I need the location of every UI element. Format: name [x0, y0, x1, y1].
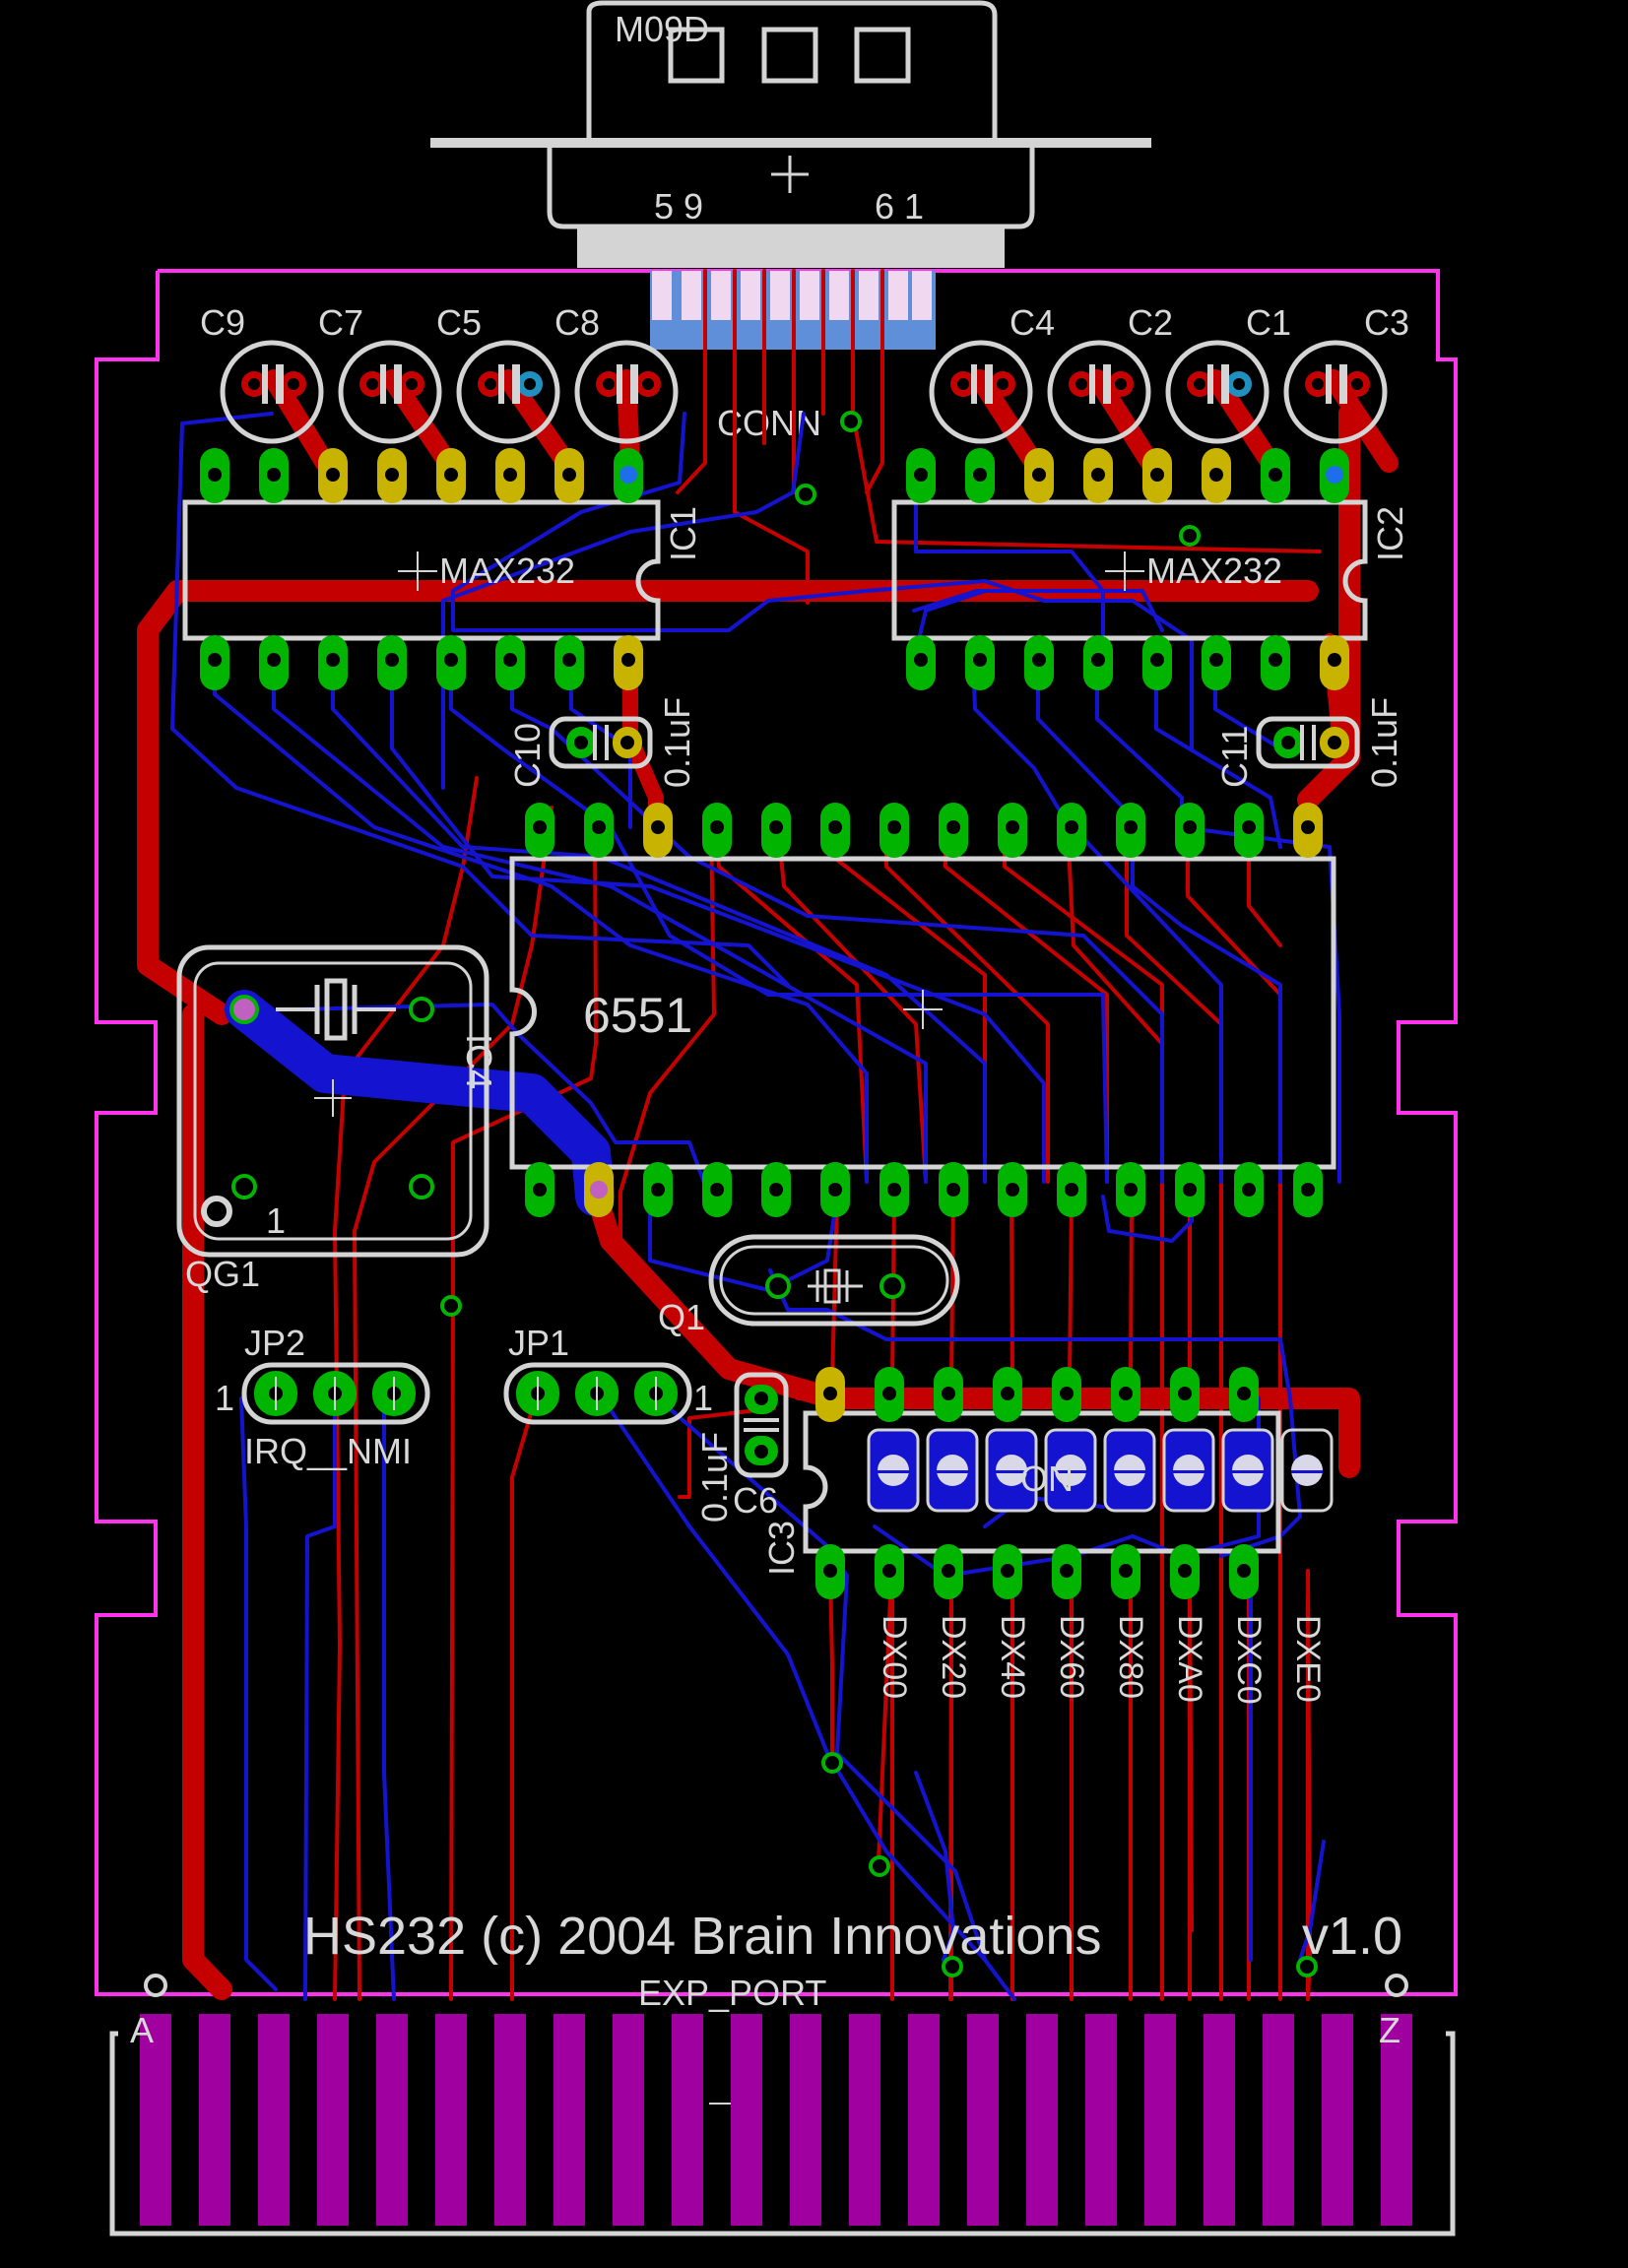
cap-c7 [338, 340, 442, 444]
conn-pin-left-label: 5 9 [654, 186, 703, 227]
ic4-value-label: 6551 [583, 988, 692, 1043]
top-copper-layer [137, 269, 1399, 2001]
cap-c10 [549, 716, 653, 769]
cap-c8 [574, 340, 679, 444]
ic4-outline [509, 856, 1336, 1170]
oscillator-qg1 [176, 944, 489, 1258]
cap-c4-label: C4 [1009, 302, 1055, 343]
ic1-name-label: IC1 [663, 506, 703, 561]
cap-c3-label: C3 [1364, 302, 1409, 343]
bottom-copper-layer [170, 412, 1341, 2001]
addr-dxc0-label: DXC0 [1230, 1615, 1268, 1705]
cap-c4 [929, 340, 1033, 444]
cap-c2-label: C2 [1128, 302, 1173, 343]
addr-dxa0-label: DXA0 [1171, 1615, 1208, 1703]
vias [440, 411, 1318, 1977]
ic1-value-label: MAX232 [439, 551, 575, 591]
c10-name-label: C10 [507, 723, 548, 788]
edge-left-label: A [130, 2010, 154, 2050]
board-version: v1.0 [1302, 1907, 1402, 1966]
electrolytic-caps [220, 340, 1388, 444]
ic4-pads-top [525, 803, 1323, 858]
dip-switch [867, 1428, 1334, 1513]
ic2-outline [891, 499, 1368, 641]
cap-c3 [1283, 340, 1388, 444]
addr-dx00-label: DX00 [876, 1615, 913, 1699]
cap-c1 [1165, 340, 1270, 444]
ic1-pads [200, 448, 643, 690]
cap-c6 [734, 1372, 789, 1478]
jp2-name-label: JP2 [244, 1323, 305, 1363]
db9-connector: M09D 5 9 6 1 [430, 0, 1151, 268]
ic2-value-label: MAX232 [1146, 551, 1282, 591]
addr-dx80-label: DX80 [1112, 1615, 1149, 1699]
jp1-pin-label: 1 [693, 1378, 713, 1418]
osc-pin-label: 1 [266, 1200, 286, 1241]
ic3-pads-top [815, 1367, 1259, 1422]
ic1-outline [182, 499, 661, 641]
c11-value-label: 0.1uF [1364, 697, 1404, 788]
crystal-q1 [708, 1234, 960, 1327]
jumper-jp1 [503, 1362, 692, 1425]
cap-c1-label: C1 [1246, 302, 1291, 343]
c10-value-label: 0.1uF [657, 697, 697, 788]
cap-c2 [1047, 340, 1151, 444]
addr-dxe0-label: DXE0 [1289, 1615, 1327, 1703]
connector-label: M09D [615, 9, 709, 49]
dip-on-label: ON [1020, 1458, 1074, 1499]
c11-name-label: C11 [1214, 726, 1255, 788]
cap-c8-label: C8 [554, 302, 600, 343]
cap-c9-label: C9 [200, 302, 245, 343]
edge-right-label: Z [1379, 2010, 1400, 2050]
ic3-pads-bottom [815, 1544, 1259, 1599]
addr-dx60-label: DX60 [1053, 1615, 1090, 1699]
ic4-name-label: IC4 [459, 1034, 499, 1089]
c6-name-label: C6 [733, 1480, 778, 1521]
cap-c5-label: C5 [436, 302, 482, 343]
conn-label: CONN [717, 403, 821, 443]
addr-dx20-label: DX20 [935, 1615, 972, 1699]
osc-name-label: QG1 [185, 1254, 260, 1294]
board-outline [95, 269, 1458, 1996]
jp2-irq-nmi-label: IRQ__NMI [244, 1431, 412, 1471]
cap-c7-label: C7 [318, 302, 363, 343]
board-title: HS232 (c) 2004 Brain Innovations [303, 1907, 1101, 1966]
cap-c11 [1256, 716, 1360, 769]
q1-name-label: Q1 [658, 1297, 705, 1337]
ic3-name-label: IC3 [761, 1521, 802, 1576]
ic3-outline [803, 1410, 1281, 1554]
jumper-jp2 [241, 1362, 430, 1425]
ic2-name-label: IC2 [1370, 506, 1410, 561]
c6-value-label: 0.1uF [694, 1432, 735, 1523]
cap-c5 [456, 340, 560, 444]
addr-dx40-label: DX40 [994, 1615, 1031, 1699]
edge-connector [109, 1974, 1456, 2236]
jp1-name-label: JP1 [508, 1323, 569, 1363]
ic4-pads-bottom [525, 1162, 1323, 1217]
jp2-pin-label: 1 [215, 1378, 234, 1418]
exp-port-label: EXP_PORT [638, 1973, 826, 2013]
ic2-pads [906, 448, 1349, 690]
cap-c9 [220, 340, 324, 444]
conn-pin-right-label: 6 1 [875, 186, 924, 227]
